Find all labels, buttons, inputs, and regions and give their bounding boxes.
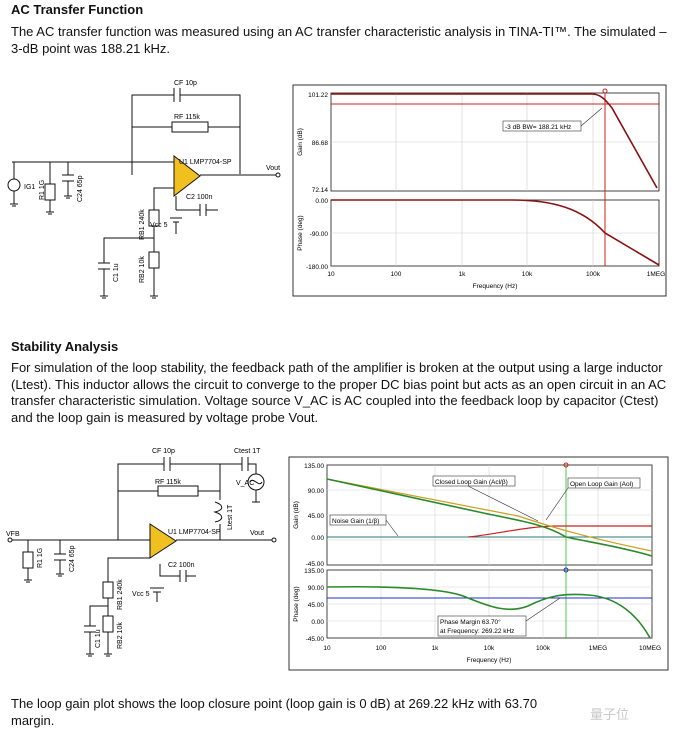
chart1-x-tick: 100k: [586, 271, 601, 278]
section-paragraph-ac-transfer: The AC transfer function was measured us…: [11, 24, 667, 56]
vfb-label: VFB: [6, 531, 20, 538]
chart2-phase-tick: 90.00: [308, 585, 325, 592]
closing-paragraph-line1: The loop gain plot shows the loop closur…: [11, 696, 538, 711]
chart2-x-tick: 1k: [432, 645, 440, 652]
chart1-x-tick: 1MEG: [647, 271, 665, 278]
rf2-label: RF 115k: [155, 479, 181, 486]
schematic-ac-transfer: CF 10p RF 115k U1 LMP7704-SP Vout IG1 R1…: [7, 80, 281, 299]
chart1-phase-tick: -180.00: [306, 264, 328, 271]
chart1-x-tick: 1k: [459, 271, 467, 278]
chart2-phase-margin-label: Phase Margin 63.70°: [440, 618, 501, 626]
chart2-closed-loop-label: Closed Loop Gain (Acl/β): [435, 479, 508, 486]
rf-label: RF 115k: [174, 114, 200, 121]
chart2-phase-tick: 45.00: [308, 602, 325, 609]
c24-label: C24 65p: [77, 175, 84, 202]
section-title-stability: Stability Analysis: [11, 339, 119, 354]
rb2b-label: RB2 10k: [117, 622, 124, 649]
chart2-phase-tick: 0.00: [311, 619, 324, 626]
chart2-x-tick: 1MEG: [589, 645, 607, 652]
schematic-stability: CF 10p Ctest 1T RF 115k V_AC Ltest 1T U1…: [6, 448, 277, 657]
chart1-annotation: -3 dB BW= 188.21 kHz: [505, 124, 571, 131]
rb1-label: RB1 240k: [139, 209, 146, 240]
vcc-label: Vcc 5: [150, 222, 168, 229]
chart2-phase-tick: -45.00: [306, 636, 325, 643]
chart2-noise-gain-label: Noise Gain (1/β): [332, 518, 379, 525]
cf2-label: CF 10p: [152, 448, 175, 455]
vout-label: Vout: [266, 165, 280, 172]
chart-ac-transfer: -3 dB BW= 188.21 kHz 101.22 86.68 72.14 …: [292, 84, 667, 297]
chart2-x-tick: 10k: [484, 645, 495, 652]
chart2-x-tick: 10MEG: [639, 645, 661, 652]
vcc2-label: Vcc 5: [132, 591, 150, 598]
rb1b-label: RB1 240k: [117, 579, 124, 610]
chart2-open-loop-label: Open Loop Gain (Aol): [570, 481, 633, 488]
chart2-phase-tick: 135.00: [304, 568, 324, 575]
chart2-gain-tick: -45.00: [306, 561, 325, 568]
vout2-label: Vout: [250, 530, 264, 537]
rb2-label: RB2 10k: [139, 256, 146, 283]
u1-label: U1 LMP7704-SP: [179, 159, 232, 166]
u1b-label: U1 LMP7704-SP: [168, 529, 221, 536]
chart2-gain-tick: 45.00: [308, 513, 325, 520]
chart2-phase-margin-freq: at Frequency: 269.22 kHz: [440, 628, 514, 635]
chart2-gain-ylabel: Gain (dB): [293, 501, 300, 529]
chart2-gain-tick: 90.00: [308, 488, 325, 495]
r1b-label: R1 1G: [37, 548, 44, 568]
chart1-phase-ylabel: Phase (deg): [297, 215, 304, 250]
c1b-label: C1 1u: [95, 629, 102, 648]
chart2-gain-tick: 0.00: [311, 535, 324, 542]
ig1-label: IG1: [24, 184, 35, 191]
chart1-gain-tick: 101.22: [308, 92, 328, 99]
section-title-ac-transfer: AC Transfer Function: [11, 2, 144, 17]
chart2-xlabel: Frequency (Hz): [467, 657, 512, 664]
chart2-x-tick: 10: [323, 645, 331, 652]
chart1-gain-tick: 72.14: [312, 187, 329, 194]
closing-paragraph-line2: margin.: [11, 713, 55, 728]
c2b-label: C2 100n: [168, 562, 195, 569]
chart1-gain-ylabel: Gain (dB): [297, 128, 304, 156]
chart-loop-gain: Closed Loop Gain (Acl/β) Open Loop Gain …: [288, 456, 669, 671]
c1-label: C1 1u: [113, 263, 120, 282]
chart2-gain-tick: 135.00: [304, 463, 324, 470]
chart1-phase-tick: 0.00: [315, 198, 328, 205]
chart2-phase-ylabel: Phase (deg): [293, 586, 300, 621]
chart2-x-tick: 100: [376, 645, 387, 652]
chart1-x-tick: 10: [327, 271, 335, 278]
chart1-x-tick: 100: [391, 271, 402, 278]
ltest-label: Ltest 1T: [227, 504, 234, 530]
chart1-x-tick: 10k: [522, 271, 533, 278]
watermark: 量子位: [590, 707, 630, 722]
r1-label: R1 1G: [39, 180, 46, 200]
section-paragraph-stability: For simulation of the loop stability, th…: [11, 360, 667, 425]
ctest-label: Ctest 1T: [234, 448, 261, 455]
chart1-xlabel: Frequency (Hz): [473, 283, 518, 290]
chart2-x-tick: 100k: [536, 645, 551, 652]
vac-label: V_AC: [236, 480, 254, 487]
c24b-label: C24 65p: [69, 545, 76, 572]
chart1-phase-tick: -90.00: [310, 231, 329, 238]
cf-label: CF 10p: [174, 80, 197, 87]
c2-label: C2 100n: [186, 194, 213, 201]
chart1-gain-tick: 86.68: [312, 140, 329, 147]
